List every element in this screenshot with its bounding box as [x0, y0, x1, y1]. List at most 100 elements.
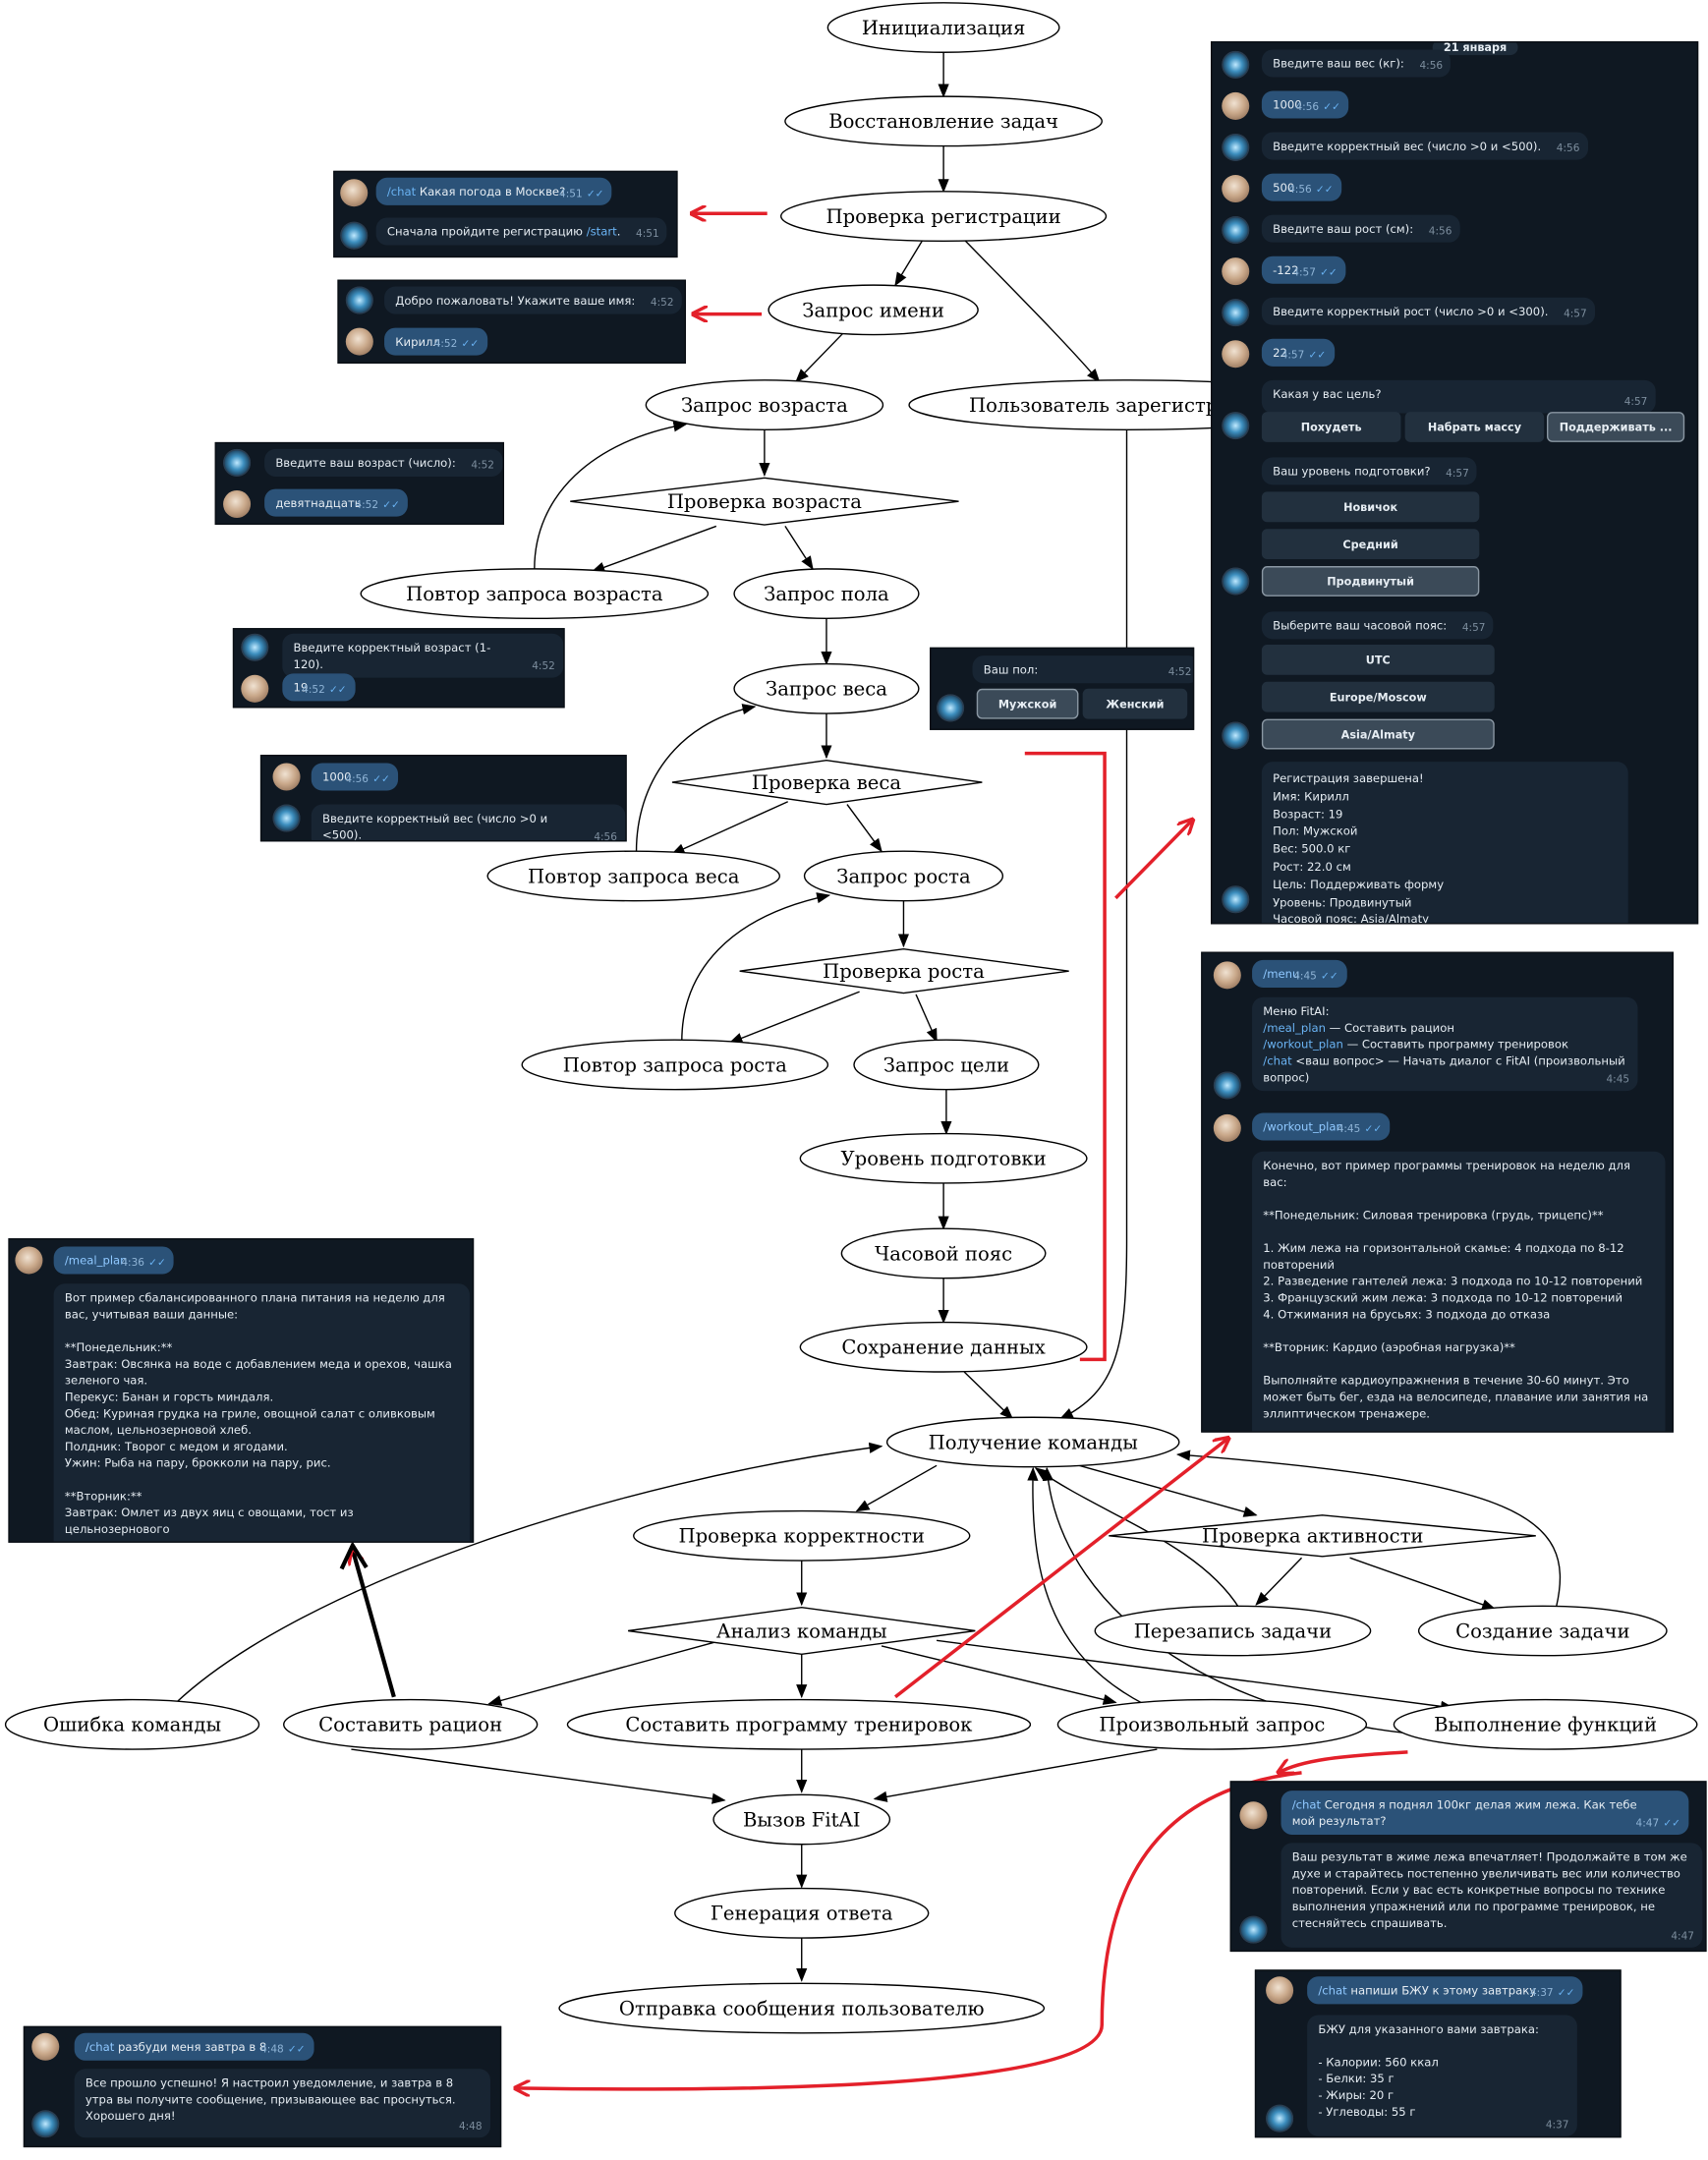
menu-command-link[interactable]: /chat: [1263, 1053, 1292, 1068]
chat-age-retry: Введите корректный возраст (1-120).4:52 …: [232, 628, 565, 709]
menu-line: /workout_plan — Составить программу трен…: [1263, 1037, 1568, 1052]
bot-avatar: [31, 2110, 60, 2138]
flow-node-send-msg: Отправка сообщения пользователю: [619, 1997, 985, 2019]
user-avatar: [15, 1246, 43, 1275]
user-avatar: [272, 763, 301, 791]
bot-avatar: [340, 221, 369, 250]
flow-node-free-query: Произвольный запрос: [1099, 1714, 1325, 1736]
flow-node-check-reg: Проверка регистрации: [826, 205, 1061, 228]
menu-command-link[interactable]: /workout_plan: [1263, 1037, 1343, 1052]
flow-node-restore: Восстановление задач: [828, 110, 1058, 133]
flow-node-registered: Пользователь зарегистрирован: [969, 394, 1290, 417]
bot-message: Ваш результат в жиме лежа впечатляет! Пр…: [1281, 1843, 1703, 1948]
summary-line: Возраст: 19: [1273, 806, 1343, 821]
bot-avatar: [1222, 412, 1250, 440]
timezone-question: Выберите ваш часовой пояс:4:57: [1261, 611, 1494, 640]
flow-node-cmd-error: Ошибка команды: [43, 1714, 221, 1736]
flow-node-timezone: Часовой пояс: [875, 1242, 1012, 1265]
bot-message: Введите корректный рост (число >0 и <300…: [1261, 297, 1596, 325]
user-avatar: [1222, 91, 1250, 120]
summary-line: Рост: 22.0 см: [1273, 859, 1351, 874]
level-button-intermediate[interactable]: Средний: [1261, 529, 1480, 560]
chat-reg-check: /chat Какая погода в Москве?4:51✓✓ Снача…: [333, 170, 678, 258]
user-avatar: [1222, 340, 1250, 369]
bot-message: Введите корректный вес (число >0 и <500)…: [311, 804, 626, 840]
bot-avatar: [1222, 50, 1250, 79]
menu-line: /chat <ваш вопрос> — Начать диалог с Fit…: [1263, 1053, 1629, 1085]
menu-command-link[interactable]: /meal_plan: [1263, 1020, 1326, 1035]
flow-node-create-task: Создание задачи: [1455, 1620, 1629, 1642]
summary-line: Регистрация завершена!: [1273, 770, 1424, 785]
user-avatar: [1239, 1801, 1268, 1830]
bot-avatar: [272, 804, 301, 832]
summary-line: Цель: Поддерживать форму: [1273, 877, 1445, 891]
user-avatar: [1222, 175, 1250, 203]
summary-line: Имя: Кирилл: [1273, 788, 1349, 803]
bot-message: Введите корректный возраст (1-120).4:52: [282, 633, 564, 678]
level-button-beginner[interactable]: Новичок: [1261, 491, 1480, 523]
workout-message: Конечно, вот пример программы тренировок…: [1252, 1151, 1666, 1432]
bot-avatar: [223, 448, 252, 477]
chat-name: Добро пожаловать! Укажите ваше имя:4:52 …: [337, 279, 687, 365]
bot-avatar: [1222, 567, 1250, 596]
goal-button-gain[interactable]: Набрать массу: [1404, 412, 1545, 442]
user-avatar: [31, 2032, 60, 2061]
flow-node-check-height: Проверка роста: [823, 960, 985, 983]
flow-node-ask-height: Запрос роста: [836, 865, 971, 887]
summary-line: Пол: Мужской: [1273, 824, 1358, 838]
flow-node-meal: Составить рацион: [318, 1714, 502, 1736]
flow-node-check-age: Проверка возраста: [667, 490, 862, 513]
level-button-advanced[interactable]: Продвинутый: [1261, 566, 1480, 597]
menu-line: Меню FitAI:: [1263, 1003, 1330, 1018]
bot-avatar: [1222, 133, 1250, 161]
chat-age: Введите ваш возраст (число):4:52 девятна…: [214, 441, 504, 526]
red-annotation-arrows: [515, 213, 1408, 2089]
tz-button-utc[interactable]: UTC: [1261, 644, 1495, 675]
bot-message: Введите корректный вес (число >0 и <500)…: [1261, 132, 1588, 160]
tz-button-moscow[interactable]: Europe/Moscow: [1261, 681, 1495, 712]
goal-button-maintain[interactable]: Поддерживать ...: [1547, 412, 1685, 442]
gender-button-female[interactable]: Женский: [1082, 688, 1188, 719]
bot-avatar: [1213, 1071, 1241, 1100]
flow-node-gen-answer: Генерация ответа: [711, 1903, 893, 1925]
goal-button-lose[interactable]: Похудеть: [1261, 412, 1401, 442]
flow-node-ask-gender: Запрос пола: [764, 583, 889, 605]
bot-avatar: [1222, 885, 1250, 914]
flow-node-ask-goal: Запрос цели: [883, 1053, 1009, 1076]
red-bracket-line: [1024, 751, 1107, 1362]
user-message: /chat Какая погода в Москве?4:51✓✓: [375, 177, 612, 205]
flow-node-level: Уровень подготовки: [841, 1148, 1047, 1170]
flow-node-analyze: Анализ команды: [716, 1620, 887, 1642]
bot-message: Введите ваш вес (кг):4:56: [1261, 49, 1452, 78]
flow-node-repeat-age: Повтор запроса возраста: [406, 583, 663, 605]
flow-node-workout: Составить программу тренировок: [625, 1714, 973, 1736]
gender-button-male[interactable]: Мужской: [976, 688, 1079, 719]
flow-node-save: Сохранение данных: [841, 1336, 1045, 1359]
bot-message: Добро пожаловать! Укажите ваше имя:4:52: [384, 286, 682, 314]
flow-node-check-valid: Проверка корректности: [678, 1525, 925, 1548]
user-avatar: [223, 489, 252, 519]
user-avatar: [345, 327, 373, 356]
bot-avatar: [1266, 2104, 1294, 2132]
tz-button-almaty[interactable]: Asia/Almaty: [1261, 718, 1495, 750]
user-avatar: [1266, 1976, 1294, 2005]
bot-avatar: [1222, 216, 1250, 245]
bot-message: Введите ваш рост (см):4:56: [1261, 214, 1460, 243]
flow-node-call-ai: Вызов FitAI: [743, 1808, 860, 1831]
chat-gender: Ваш пол:4:52 Мужской Женский: [930, 647, 1195, 730]
black-annotation-arrow: [353, 1550, 396, 1698]
